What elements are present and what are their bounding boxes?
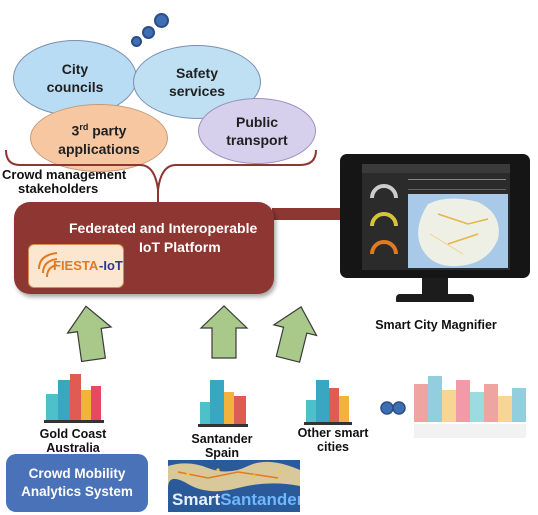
magnifier-label: Smart City Magnifier <box>375 318 497 332</box>
dashboard-map <box>408 194 508 268</box>
fiesta-swirl-icon <box>38 252 58 278</box>
magnifier-monitor <box>340 154 530 314</box>
other-cities-line2: cities <box>317 440 349 454</box>
logo-iot-text: -IoT <box>99 258 123 273</box>
thought-dot-large <box>154 13 169 28</box>
arrow-santander <box>199 305 249 359</box>
other-cities-label: Other smart cities <box>290 426 376 454</box>
monitor-stand-neck <box>422 278 448 296</box>
bubble-public-transport: Public transport <box>198 98 316 164</box>
gold-coast-line1: Gold Coast <box>39 427 107 441</box>
other-cities-dots-icon <box>380 401 406 415</box>
arrow-other <box>272 305 318 363</box>
gold-coast-buildings-icon <box>44 374 104 423</box>
santander-label: Santander Spain <box>184 432 260 460</box>
thought-dot-small <box>131 36 142 47</box>
stakeholders-label-line2: stakeholders <box>18 181 99 196</box>
santander-buildings-icon <box>198 380 248 427</box>
santander-line2: Spain <box>204 446 240 460</box>
blurred-city-icon <box>414 376 526 438</box>
iot-platform-box: Federated and Interoperable IoT Platform… <box>14 202 274 294</box>
dashboard-topbar <box>362 164 510 173</box>
fiesta-iot-logo: FIESTA -IoT <box>28 244 124 288</box>
logo-smart-text: Smart <box>172 490 221 509</box>
dashboard-gauges <box>370 184 398 255</box>
stakeholders-label-line1: Crowd management <box>2 167 127 182</box>
other-cities-buildings-icon <box>304 380 352 425</box>
santander-line1: Santander <box>191 432 253 446</box>
safety-services-line1: Safety <box>175 65 219 81</box>
map-graphic <box>408 194 508 268</box>
smart-santander-logo: SmartSantander <box>168 460 300 512</box>
stakeholders-group-label: Crowd management stakeholders <box>2 168 126 196</box>
gold-coast-label: Gold Coast Australia <box>30 427 116 455</box>
monitor-stand-base <box>396 294 474 302</box>
third-party-sup: rd <box>79 122 89 133</box>
logo-fiesta-text: FIESTA <box>53 258 99 273</box>
public-transport-line1: Public <box>235 114 278 130</box>
city-councils-line2: councils <box>46 79 104 95</box>
monitor-screen <box>340 154 530 278</box>
city-councils-line1: City <box>61 61 89 77</box>
dashboard-slider-2 <box>408 189 506 190</box>
analytics-line1: Crowd Mobility <box>28 466 126 481</box>
third-party-rest: party <box>88 122 127 139</box>
third-party-line2: applications <box>58 140 140 157</box>
public-transport-line2: transport <box>226 132 288 148</box>
santander-map-graphic <box>168 460 300 512</box>
dashboard-slider <box>408 179 506 180</box>
other-cities-line1: Other smart <box>297 426 369 440</box>
platform-title-line2: IoT Platform <box>139 239 221 255</box>
thought-dot-medium <box>142 26 155 39</box>
logo-santander-text: Santander <box>220 490 300 509</box>
arrow-gold-coast <box>66 305 113 363</box>
safety-services-line2: services <box>168 83 226 99</box>
gold-coast-line2: Australia <box>46 441 100 455</box>
dashboard-screen <box>362 164 510 270</box>
analytics-line2: Analytics System <box>21 484 133 499</box>
third-party-num: 3 <box>71 122 80 139</box>
platform-title-line1: Federated and Interoperable <box>69 220 258 236</box>
